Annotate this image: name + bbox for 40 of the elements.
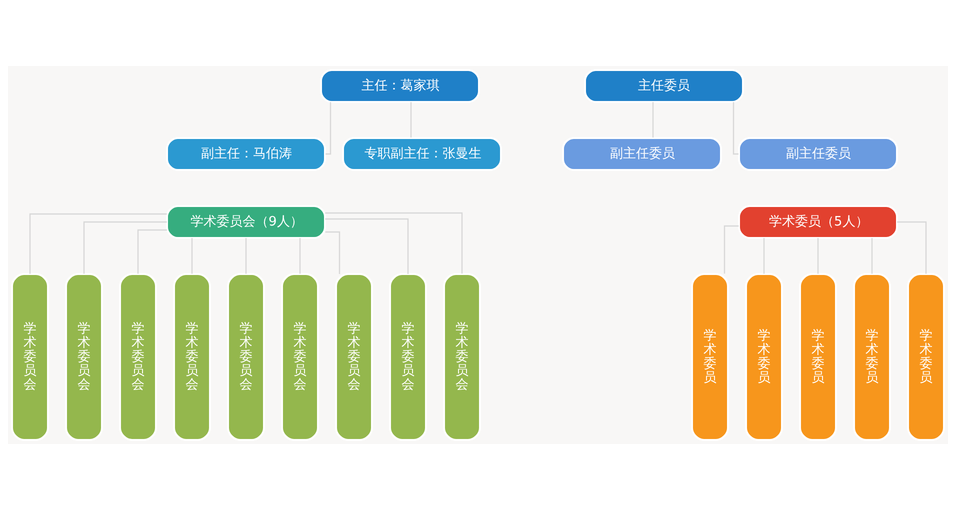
node-box: 主任：葛家琪 <box>320 68 480 102</box>
node-box: 学术委员 <box>853 272 891 440</box>
connector <box>897 220 927 274</box>
node-box: 学术委员会 <box>335 272 373 440</box>
connector <box>245 238 247 274</box>
node-box: 主任委员 <box>584 68 744 102</box>
connector <box>817 238 819 274</box>
node-box: 学术委员会 <box>173 272 211 440</box>
node-box: 学术委员会 <box>443 272 481 440</box>
node-box: 学术委员会 <box>65 272 103 440</box>
node-box: 副主任：马伯涛 <box>166 136 326 170</box>
node-box: 学术委员会 <box>11 272 49 440</box>
node-box: 学术委员会 <box>119 272 157 440</box>
node-box: 学术委员（5人） <box>738 204 898 238</box>
node-box: 学术委员 <box>745 272 783 440</box>
node-box: 学术委员会 <box>227 272 265 440</box>
node-box: 学术委员会 <box>389 272 427 440</box>
connector <box>732 102 739 154</box>
connector <box>724 224 739 274</box>
connector <box>325 230 340 274</box>
connector <box>191 238 193 274</box>
connector <box>83 220 167 274</box>
connector <box>325 218 409 274</box>
connector <box>299 238 301 274</box>
node-box: 副主任委员 <box>738 136 898 170</box>
connector <box>652 102 654 138</box>
node-box: 学术委员会 <box>281 272 319 440</box>
node-box: 副主任委员 <box>562 136 722 170</box>
node-box: 学术委员 <box>691 272 729 440</box>
connector <box>325 212 463 274</box>
connector <box>325 102 332 154</box>
connector <box>763 238 765 274</box>
connector <box>871 238 873 274</box>
connector <box>410 102 412 138</box>
node-box: 学术委员 <box>799 272 837 440</box>
node-box: 专职副主任：张曼生 <box>342 136 502 170</box>
node-box: 学术委员会（9人） <box>166 204 326 238</box>
connector <box>137 228 167 274</box>
node-box: 学术委员 <box>907 272 945 440</box>
connector <box>29 212 167 274</box>
